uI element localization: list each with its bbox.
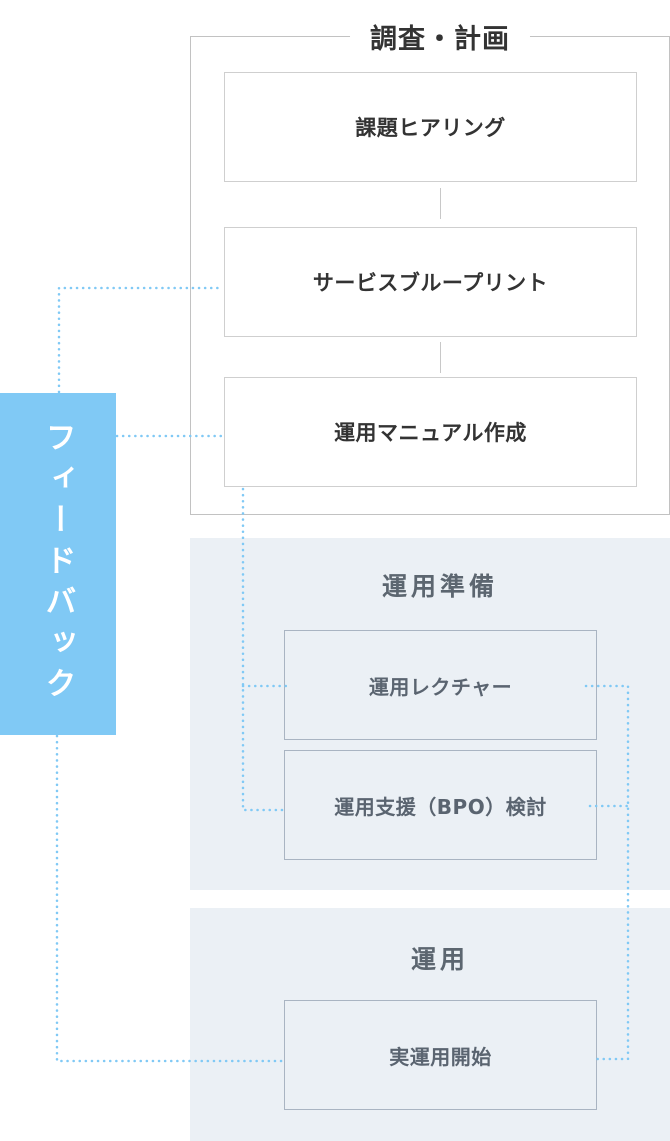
step-label: 運用支援（BPO）検討 — [334, 794, 547, 819]
phase-title: 調査・計画 — [350, 10, 530, 62]
step-label: 実運用開始 — [389, 1044, 492, 1069]
feedback-box: フィードバック — [0, 393, 116, 735]
step-service-blueprint: サービスブループリント — [224, 227, 637, 337]
step-start-operation: 実運用開始 — [284, 1000, 597, 1110]
connector-line — [440, 188, 441, 219]
step-label: サービスブループリント — [312, 271, 549, 295]
step-label: 課題ヒアリング — [355, 116, 506, 140]
step-issue-hearing: 課題ヒアリング — [224, 72, 637, 182]
feedback-label: フィードバック — [39, 420, 76, 708]
step-operation-manual: 運用マニュアル作成 — [224, 377, 637, 487]
phase-title: 運用 — [410, 945, 469, 974]
connector-line — [440, 342, 441, 373]
phase-title: 運用準備 — [381, 572, 498, 601]
step-label: 運用レクチャー — [368, 674, 513, 699]
step-label: 運用マニュアル作成 — [334, 421, 527, 445]
step-operation-lecture: 運用レクチャー — [284, 630, 597, 740]
step-bpo-review: 運用支援（BPO）検討 — [284, 750, 597, 860]
